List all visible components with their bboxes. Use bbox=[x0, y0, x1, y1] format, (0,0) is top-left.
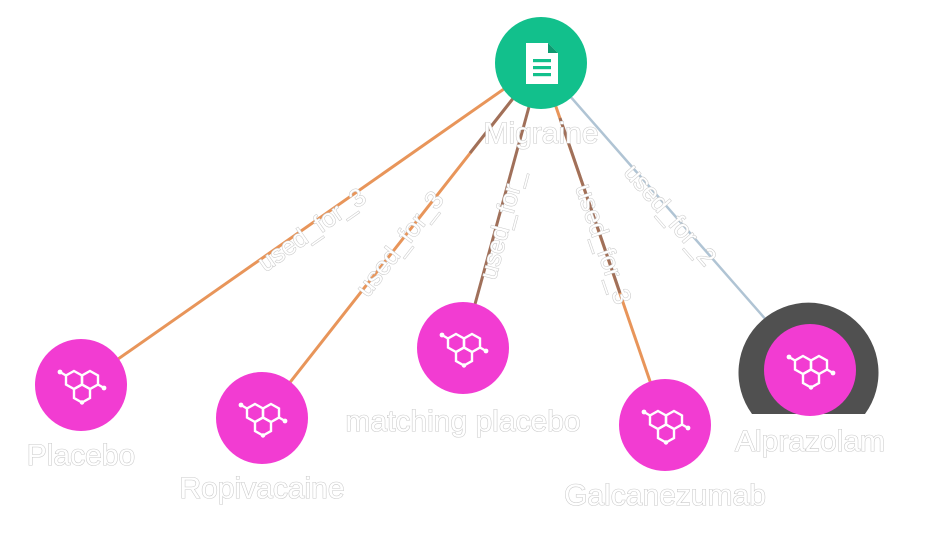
node-matching-placebo[interactable]: matching placebo bbox=[345, 302, 581, 439]
edge-line-accent bbox=[558, 117, 622, 294]
node-galcanezumab[interactable]: Galcanezumab bbox=[564, 379, 766, 513]
edge-line bbox=[461, 62, 543, 349]
node-label-ropivacaine: Ropivacaine bbox=[179, 472, 344, 505]
edge-label: used_for_3 bbox=[569, 180, 636, 307]
node-alprazolam[interactable]: Alprazolam bbox=[734, 302, 886, 459]
edge-line bbox=[80, 61, 542, 387]
node-migraine[interactable]: Migraine bbox=[483, 17, 599, 151]
node-label-alprazolam: Alprazolam bbox=[735, 425, 885, 458]
edge-label: used_for_3 bbox=[253, 183, 372, 278]
node-label-migraine: Migraine bbox=[483, 117, 598, 150]
node-label-matching-placebo: matching placebo bbox=[345, 405, 580, 438]
node-label-placebo: Placebo bbox=[27, 439, 135, 472]
node-label-galcanezumab: Galcanezumab bbox=[564, 479, 766, 512]
edge-label: used_for_2 bbox=[618, 159, 721, 272]
document-icon bbox=[526, 43, 558, 84]
node-ropivacaine[interactable]: Ropivacaine bbox=[179, 372, 345, 506]
edge-label: used_for_ bbox=[474, 167, 530, 283]
node-placebo[interactable]: Placebo bbox=[26, 339, 136, 473]
